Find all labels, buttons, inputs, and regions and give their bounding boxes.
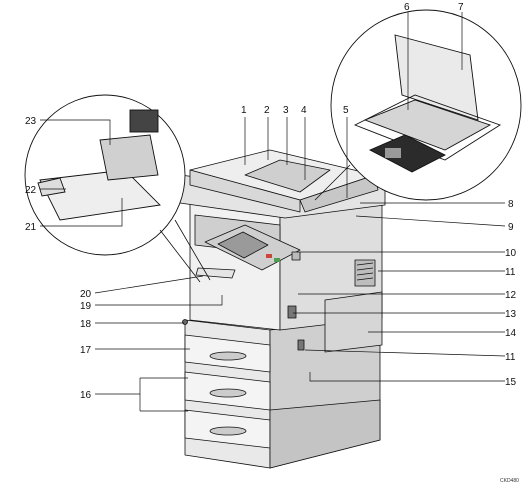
callout-12: 12 bbox=[505, 290, 517, 301]
callout-21: 21 bbox=[25, 222, 37, 233]
callout-16: 16 bbox=[80, 390, 92, 401]
bypass-dark-part bbox=[129, 109, 159, 133]
callout-17: 17 bbox=[80, 345, 92, 356]
callout-23: 23 bbox=[25, 116, 37, 127]
document-tray bbox=[244, 159, 331, 193]
callout-22: 22 bbox=[25, 185, 37, 196]
exposure-glass bbox=[363, 99, 492, 151]
magnifier-link-left bbox=[159, 229, 201, 283]
magnifier-link-left-2 bbox=[174, 219, 211, 281]
callout-5: 5 bbox=[343, 105, 349, 116]
panel-screen bbox=[217, 231, 269, 259]
callout-2: 2 bbox=[264, 105, 270, 116]
adf-front bbox=[189, 169, 301, 213]
image-code: CKD480 bbox=[500, 478, 519, 484]
side-handle bbox=[297, 339, 305, 351]
side-knob bbox=[287, 305, 297, 319]
adf-output bbox=[299, 174, 379, 213]
callout-7: 7 bbox=[458, 2, 464, 13]
callout-8: 8 bbox=[508, 199, 514, 210]
adf-lid-open bbox=[394, 34, 479, 121]
callout-9: 9 bbox=[508, 222, 514, 233]
callout-1: 1 bbox=[241, 105, 247, 116]
callout-4: 4 bbox=[301, 105, 307, 116]
callout-14: 14 bbox=[505, 328, 517, 339]
callout-6: 6 bbox=[404, 2, 410, 13]
operation-panel-zoom bbox=[368, 134, 446, 173]
bypass-tray-open bbox=[39, 169, 161, 221]
callout-labels: 1 2 3 4 5 6 7 8 9 10 11 12 13 14 11 15 1… bbox=[25, 2, 519, 484]
front-label bbox=[291, 251, 301, 261]
bypass-stack bbox=[195, 267, 236, 279]
magnifier-link-right bbox=[314, 164, 351, 201]
callout-11: 11 bbox=[505, 267, 516, 278]
leader-lines bbox=[40, 12, 506, 412]
callout-10: 10 bbox=[505, 248, 517, 259]
callout-19: 19 bbox=[80, 301, 92, 312]
callout-18: 18 bbox=[80, 319, 92, 330]
callout-11b: 11 bbox=[505, 352, 516, 363]
copier-body bbox=[179, 149, 386, 469]
bottom-unit-side bbox=[269, 399, 381, 469]
callout-3: 3 bbox=[283, 105, 289, 116]
right-cover bbox=[324, 291, 383, 353]
power-switch bbox=[182, 319, 188, 325]
callout-15: 15 bbox=[505, 377, 517, 388]
callout-20: 20 bbox=[80, 289, 92, 300]
magnifier-exposure-glass bbox=[330, 9, 522, 201]
magnifier-bypass-tray bbox=[24, 94, 186, 256]
callout-13: 13 bbox=[505, 309, 517, 320]
bypass-tray-ext bbox=[37, 177, 66, 197]
paper-guides bbox=[99, 134, 159, 181]
